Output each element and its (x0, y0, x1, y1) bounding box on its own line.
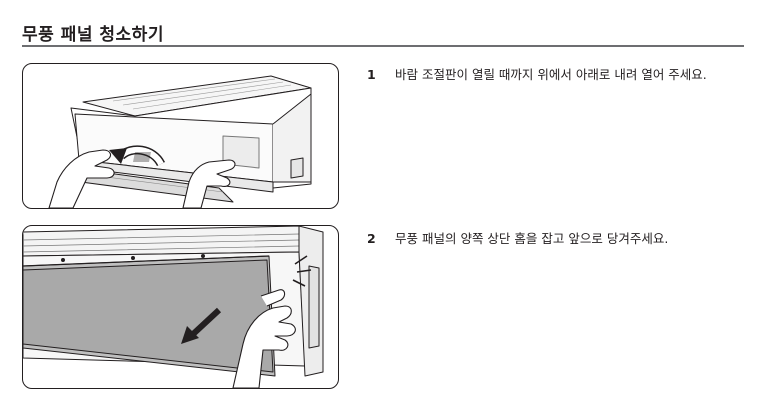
open-vane-illustration-icon (48, 75, 312, 208)
step-1-text: 바람 조절판이 열릴 때까지 위에서 아래로 내려 열어 주세요. (395, 67, 707, 82)
step-2-number: 2 (367, 231, 376, 246)
step-2-illustration (22, 225, 339, 389)
step-1-illustration (22, 63, 339, 209)
title-divider (22, 45, 744, 47)
step-1-number: 1 (367, 67, 376, 82)
section-title: 무풍 패널 청소하기 (22, 25, 164, 45)
pull-panel-illustration-icon (23, 226, 324, 388)
step-2-text: 무풍 패널의 양쪽 상단 홈을 잡고 앞으로 당겨주세요. (395, 231, 669, 246)
